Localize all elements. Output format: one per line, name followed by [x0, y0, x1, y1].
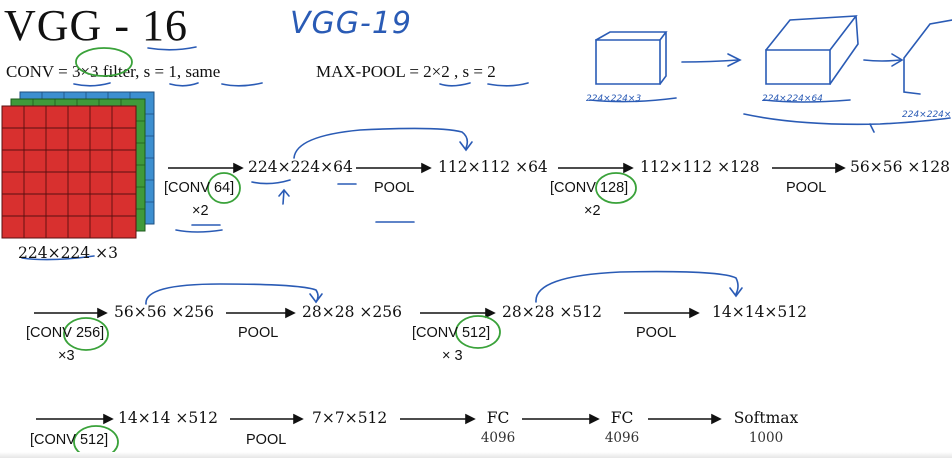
- output-56x56x128: 56×56 ×128: [850, 158, 950, 176]
- conv64-label: [CONV 64]: [164, 180, 235, 196]
- output-224x224x64: 224×224×64: [248, 158, 353, 176]
- bottom-edge-strip: [0, 452, 952, 458]
- row3-arrows: [36, 413, 722, 425]
- pool2-label: POOL: [786, 180, 827, 196]
- handwritten-vgg19-note: VGG-19: [290, 6, 413, 41]
- circle-128: [595, 172, 637, 204]
- circle-512-b: [73, 425, 119, 458]
- row1-arrows: [168, 162, 846, 174]
- output-112x112x64: 112×112 ×64: [438, 158, 548, 176]
- sketch-label-conv2: 224×224×: [902, 110, 952, 120]
- conv256-label: [CONV 256]: [26, 325, 105, 341]
- fc1-label: FC: [486, 409, 510, 427]
- page-title: VGG - 16: [4, 1, 188, 50]
- circle-64: [207, 172, 241, 204]
- softmax-label: Softmax: [733, 409, 799, 427]
- input-volume-icon: [1, 91, 155, 239]
- conv512-label-row3: [CONV 512]: [30, 432, 109, 448]
- conv128-label: [CONV 128]: [550, 180, 629, 196]
- output-56x56x256: 56×56 ×256: [114, 303, 214, 321]
- red-channel-layer: [1, 105, 137, 239]
- output-14x14x512: 14×14×512: [712, 303, 808, 321]
- hand-ink-green: [63, 47, 637, 458]
- pool5-label: POOL: [246, 432, 287, 448]
- output-28x28x512: 28×28 ×512: [502, 303, 602, 321]
- circle-512-a: [455, 315, 501, 349]
- conv256-repeat: ×3: [58, 348, 75, 364]
- output-28x28x256: 28×28 ×256: [302, 303, 402, 321]
- sketch-label-conv1: 224×224×64: [762, 94, 823, 104]
- pool1-label: POOL: [374, 180, 415, 196]
- pool4-label: POOL: [636, 325, 677, 341]
- softmax-units: 1000: [748, 430, 784, 446]
- conv128-repeat: ×2: [584, 203, 601, 219]
- fc2-label: FC: [610, 409, 634, 427]
- conv512-label-row2: [CONV 512]: [412, 325, 491, 341]
- conv512-repeat-row2: × 3: [442, 348, 463, 364]
- conv64-repeat: ×2: [192, 203, 209, 219]
- input-dimension-label: 224×224 ×3: [18, 244, 118, 262]
- hand-ink-blue: [21, 15, 952, 305]
- pool3-label: POOL: [238, 325, 279, 341]
- fc1-units: 4096: [480, 430, 516, 446]
- output-14x14x512-row3: 14×14 ×512: [118, 409, 218, 427]
- output-112x112x128: 112×112 ×128: [640, 158, 760, 176]
- row2-arrows: [34, 307, 700, 319]
- conv-definition: CONV = 3×3 filter, s = 1, same: [6, 62, 221, 81]
- output-7x7x512: 7×7×512: [312, 409, 388, 427]
- circle-3x3: [75, 47, 133, 77]
- circle-256: [63, 317, 109, 351]
- maxpool-definition: MAX-POOL = 2×2 , s = 2: [316, 62, 496, 81]
- sketch-label-input: 224×224×3: [586, 94, 642, 104]
- fc2-units: 4096: [604, 430, 640, 446]
